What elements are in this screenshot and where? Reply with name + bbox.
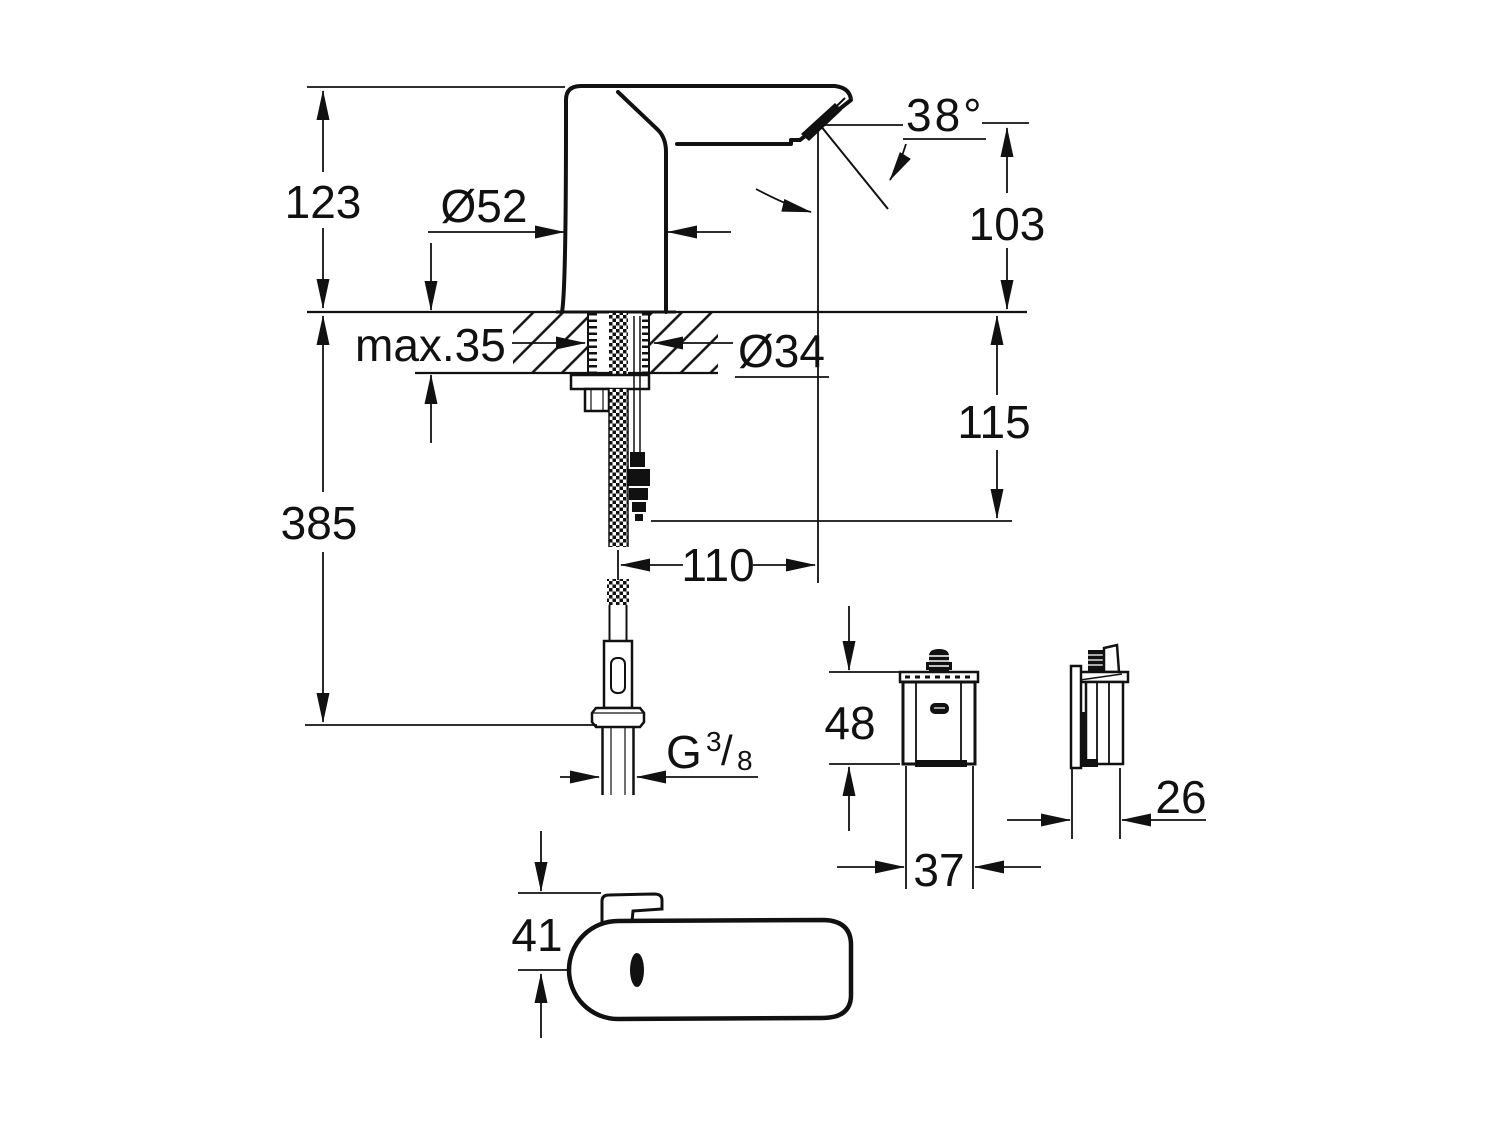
- angle-leg: [819, 124, 889, 210]
- dim-outlet-height-103: 103: [969, 122, 1046, 310]
- dim-height-123: 123: [285, 86, 565, 309]
- box-bottom-band: [915, 760, 967, 767]
- dim-103-label: 103: [969, 198, 1046, 250]
- dim-reach-110: 110: [617, 125, 819, 591]
- dim-48-label: 48: [824, 697, 875, 749]
- dim-115-label: 115: [957, 396, 1030, 448]
- dim-spout-angle-38: 38°: [755, 89, 986, 213]
- dim-thread-g38: G 3 / 8: [560, 726, 758, 784]
- dim-hole-diameter-34: Ø34: [653, 325, 829, 378]
- dim-38-label: 38°: [906, 89, 985, 141]
- faucet-inner-outline: [616, 90, 668, 314]
- g38-nut: [590, 706, 646, 729]
- hose-in-shank: [609, 313, 628, 374]
- faucet-top-view: [566, 892, 854, 1022]
- dim-37-label: 37: [913, 844, 964, 896]
- side-connector: [1088, 650, 1103, 672]
- mounting-nut: [583, 387, 611, 413]
- thread-denominator: 8: [737, 745, 753, 776]
- side-plate-bar: [1081, 712, 1086, 764]
- dim-385-label: 385: [281, 497, 358, 549]
- side-body: [1084, 680, 1125, 766]
- dim-spout-diameter-52: Ø52: [428, 180, 731, 239]
- dim-123-label: 123: [285, 176, 362, 228]
- thread-numerator: 3: [706, 726, 722, 757]
- dim-41-label: 41: [511, 909, 562, 961]
- dim-max35-label: max.35: [355, 319, 506, 371]
- connector-nub: [926, 662, 929, 670]
- dim-box-width-37: 37: [837, 766, 1041, 896]
- connector-nub: [949, 662, 952, 670]
- shank-and-hoses: [569, 312, 651, 795]
- control-box-front-view: [898, 649, 980, 767]
- thread-g: G: [666, 726, 702, 778]
- dim-34-label: Ø34: [738, 325, 825, 377]
- dim-52-label: Ø52: [441, 180, 528, 232]
- dim-110-label: 110: [681, 539, 754, 591]
- braided-hose-lower: [607, 579, 629, 605]
- hose-fitting-slot: [610, 657, 626, 694]
- dim-26-label: 26: [1155, 771, 1206, 823]
- aerator-line: [811, 97, 846, 131]
- box-body: [901, 680, 977, 766]
- sensor-window: [630, 953, 644, 987]
- side-mounting-plate: [1069, 664, 1083, 770]
- dim-deck-thickness-max35: max.35: [355, 243, 586, 443]
- cable-connector: [627, 452, 650, 521]
- faucet-outer-outline: [560, 84, 853, 314]
- side-lip-detail: [1079, 673, 1123, 681]
- side-connector-plate: [1102, 643, 1121, 674]
- mounting-flange: [569, 373, 651, 391]
- dim-hose-length-385: 385: [281, 315, 597, 726]
- top-view-body-outline: [566, 917, 854, 1022]
- faucet-side-view: [556, 84, 853, 314]
- dim-box-height-48: 48: [824, 606, 900, 831]
- dim-top-width-41: 41: [511, 831, 601, 1038]
- dim-below-deck-115: 115: [651, 315, 1031, 522]
- thread-slash: /: [721, 727, 733, 774]
- dim-box-depth-26: 26: [1007, 768, 1207, 839]
- control-box-side-view: [1069, 643, 1130, 770]
- top-view-spout-tab: [600, 892, 664, 923]
- braided-hose-upper: [609, 389, 628, 547]
- side-bottom-band: [1081, 759, 1098, 767]
